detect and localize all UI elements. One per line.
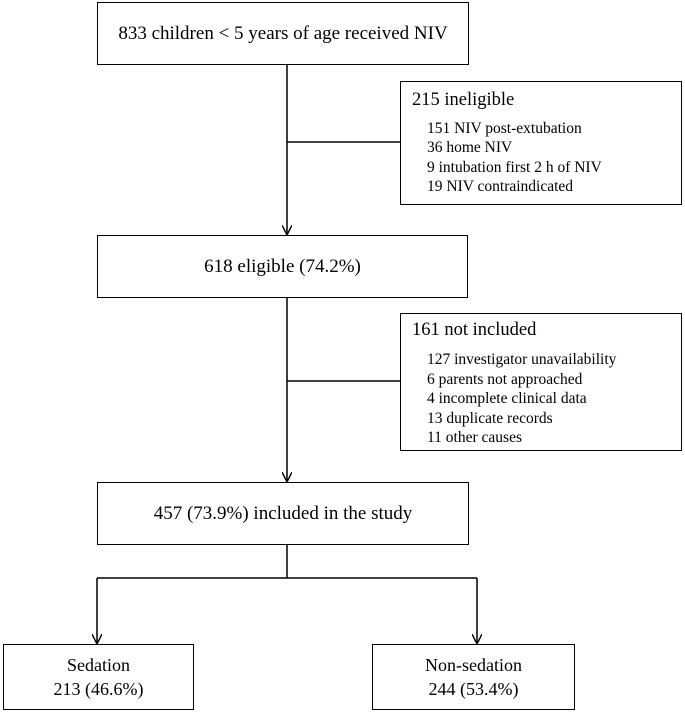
non-sedation-name: Non-sedation bbox=[425, 655, 522, 675]
ineligible-reason: 19 NIV contraindicated bbox=[427, 177, 574, 195]
box-included: 457 (73.9%) included in the study bbox=[97, 482, 469, 545]
ineligible-reasons-list: 151 NIV post-extubation 36 home NIV 9 in… bbox=[427, 119, 602, 196]
box-ineligible: 215 ineligible 151 NIV post-extubation 3… bbox=[400, 81, 682, 205]
non-sedation-count: 244 (53.4%) bbox=[428, 679, 519, 699]
not-included-reason: 13 duplicate records bbox=[427, 409, 553, 427]
not-included-reasons-list: 127 investigator unavailability 6 parent… bbox=[427, 350, 616, 448]
box-eligible: 618 eligible (74.2%) bbox=[97, 235, 468, 298]
not-included-reason: 6 parents not approached bbox=[427, 370, 583, 388]
box-sedation: Sedation 213 (46.6%) bbox=[3, 644, 194, 710]
not-included-reason: 4 incomplete clinical data bbox=[427, 390, 587, 407]
included-label: 457 (73.9%) included in the study bbox=[153, 502, 413, 524]
sedation-count: 213 (46.6%) bbox=[53, 679, 144, 699]
ineligible-reason: 151 NIV post-extubation bbox=[427, 120, 582, 137]
not-included-title: 161 not included bbox=[412, 320, 537, 340]
not-included-reason: 127 investigator unavailability bbox=[427, 351, 617, 368]
box-not-included: 161 not included 127 investigator unavai… bbox=[400, 313, 682, 451]
eligible-label: 618 eligible (74.2%) bbox=[204, 255, 361, 277]
ineligible-title: 215 ineligible bbox=[412, 90, 515, 110]
ineligible-reason: 9 intubation first 2 h of NIV bbox=[427, 158, 602, 176]
box-received-niv: 833 children < 5 years of age received N… bbox=[97, 2, 469, 65]
not-included-reason: 11 other causes bbox=[427, 429, 522, 446]
box-non-sedation: Non-sedation 244 (53.4%) bbox=[372, 644, 575, 710]
sedation-name: Sedation bbox=[67, 655, 130, 675]
ineligible-reason: 36 home NIV bbox=[427, 139, 513, 157]
received-niv-label: 833 children < 5 years of age received N… bbox=[118, 22, 448, 44]
